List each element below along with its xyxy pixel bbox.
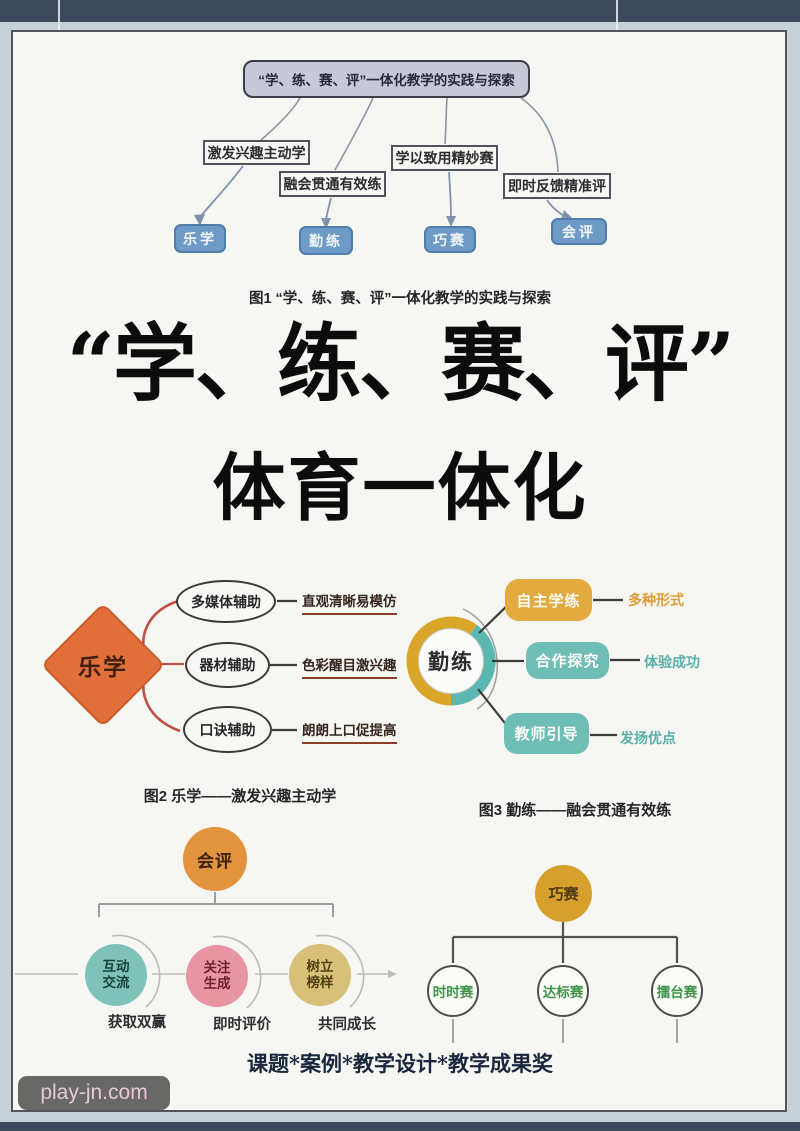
fig1-branch-label-evaluate: 即时反馈精准评 [503,173,611,199]
fig3-desc-forms: 多种形式 [628,592,684,608]
fig5-root-circle: 巧赛 [535,865,592,922]
fig1-node-qinlian: 勤练 [299,226,353,255]
fig3-desc-success: 体验成功 [644,654,700,670]
fig2-caption: 图2 乐学——激发兴趣主动学 [143,788,337,805]
fig4-desc-instant-evaluation: 即时评价 [213,1017,271,1033]
fig4-node-interaction-label: 互动交流 [102,958,130,990]
fig3-caption: 图3 勤练——融会贯通有效练 [478,802,672,819]
fig4-node-role-model: 树立榜样 [289,944,351,1006]
fig3-desc-strengths: 发扬优点 [620,730,676,746]
window-divider-line [58,0,60,30]
fig3-node-cooperative-inquiry: 合作探究 [526,642,609,679]
fig1-node-huiping: 会评 [551,218,607,245]
fig4-desc-grow-together: 共同成长 [318,1017,376,1033]
fig4-root-circle: 会评 [183,827,247,891]
fig4-node-generation-label: 关注生成 [203,959,231,991]
fig2-desc-mnemonic: 朗朗上口促提高 [302,719,397,744]
fig5-node-standard-match: 达标赛 [537,965,589,1017]
fig2-root-label: 乐学 [78,654,128,680]
fig5-node-arena-match: 擂台赛 [651,965,703,1017]
poster-page [11,30,787,1112]
fig2-desc-multimedia: 直观清晰易模仿 [302,590,397,615]
fig1-root-node: “学、练、赛、评”一体化教学的实践与探索 [243,60,530,98]
fig1-branch-label-learn: 激发兴趣主动学 [203,140,310,165]
fig1-node-lexue: 乐学 [174,224,226,253]
fig3-node-teacher-guidance: 教师引导 [504,713,589,754]
poster-main-title-line1: “学、练、赛、评” [66,314,736,413]
watermark-badge: play-jn.com [18,1076,170,1110]
fig2-desc-equipment: 色彩醒目激兴趣 [302,654,397,679]
fig3-root-circle: 勤练 [418,628,484,694]
fig4-node-role-model-label: 树立榜样 [306,958,334,990]
fig4-node-generation: 关注生成 [186,945,248,1007]
fig1-caption: 图1 “学、练、赛、评”一体化教学的实践与探索 [248,291,552,307]
fig4-node-interaction: 互动交流 [85,944,147,1006]
fig1-node-qiaosai: 巧赛 [424,226,476,253]
fig2-node-equipment: 器材辅助 [185,642,270,688]
fig1-branch-label-practice: 融会贯通有效练 [279,171,386,197]
window-divider-line [616,0,618,30]
fig5-node-timed-match: 时时赛 [427,965,479,1017]
window-top-bar [0,0,800,22]
fig2-node-mnemonic: 口诀辅助 [183,706,272,753]
fig4-desc-win-win: 获取双赢 [108,1015,166,1031]
footer-awards-text: 课题*案例*教学设计*教学成果奖 [247,1051,553,1076]
window-bottom-bar [0,1122,800,1131]
fig2-node-multimedia: 多媒体辅助 [176,580,276,623]
poster-main-title-line2: 体育一体化 [212,445,588,531]
fig1-branch-label-compete: 学以致用精妙赛 [391,145,498,171]
fig3-node-self-practice: 自主学练 [505,579,592,621]
